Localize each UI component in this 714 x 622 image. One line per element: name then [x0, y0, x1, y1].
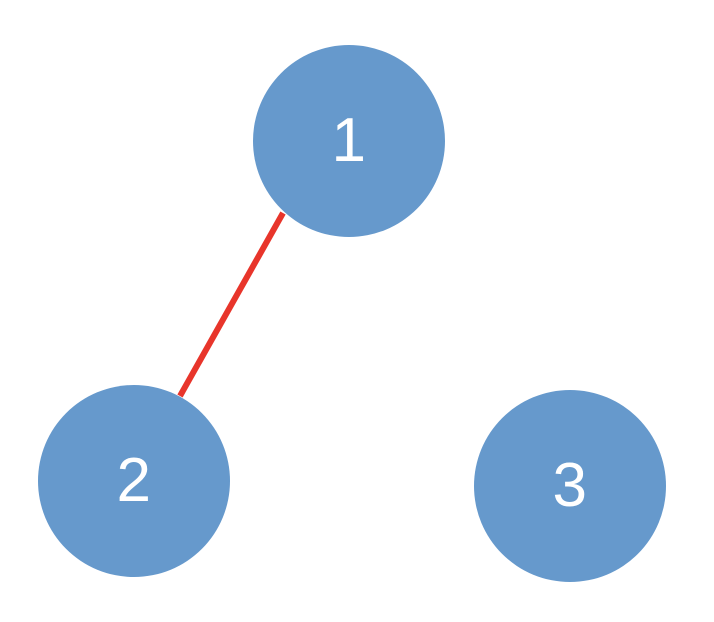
graph-node-2[interactable]: 2	[38, 385, 230, 577]
graph-node-label: 1	[331, 106, 367, 175]
graph-node-1[interactable]: 1	[253, 45, 445, 237]
graph-edge[interactable]	[177, 211, 286, 398]
graph-node-label: 2	[116, 446, 152, 515]
graph-node-3[interactable]: 3	[474, 390, 666, 582]
edges-group	[177, 211, 286, 398]
graph-node-label: 3	[552, 451, 588, 520]
